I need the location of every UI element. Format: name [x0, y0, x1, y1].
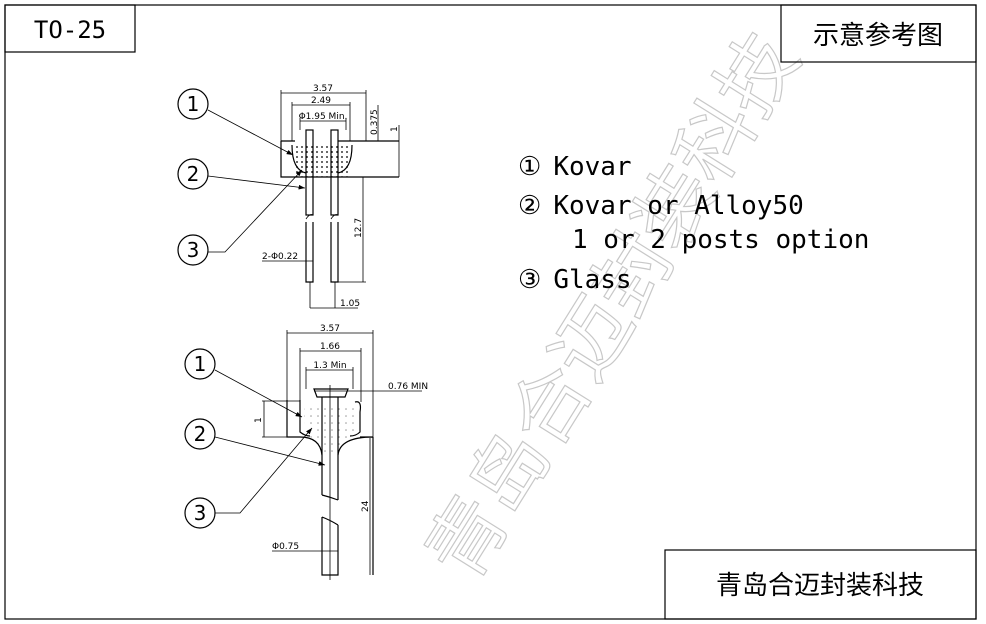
dim-glass: Φ1.95 Min. — [299, 112, 348, 122]
legend-marker: ① — [518, 152, 541, 182]
callout-1: 1 — [187, 92, 200, 116]
dim-height: 1 — [390, 126, 400, 132]
top-view-drawing: 3.57 2.49 Φ1.95 Min. 0.375 1 12.7 2-Φ0.2… — [262, 84, 400, 309]
legend-text: Glass — [553, 265, 631, 295]
sheet-border — [4, 4, 977, 620]
dim-top: 0.375 — [370, 109, 380, 135]
dim-pin-dia: Φ0.75 — [272, 542, 299, 552]
dim-outer: 3.57 — [313, 84, 333, 94]
legend-text: Kovar — [553, 152, 631, 182]
legend-text: Kovar or Alloy50 — [553, 191, 803, 221]
legend: ① Kovar ② Kovar or Alloy50 1 or 2 posts op… — [518, 152, 869, 295]
dim-pitch: 1.05 — [340, 299, 360, 309]
callout-3: 3 — [194, 501, 207, 525]
title-label: TO-25 — [34, 16, 106, 44]
legend-text: 1 or 2 posts option — [572, 225, 869, 255]
dim-pin-length: 12.7 — [354, 218, 364, 238]
callout-2: 2 — [194, 422, 207, 446]
dim-glass: 1.3 Min — [313, 361, 346, 371]
top-callouts: 1 2 3 — [177, 88, 306, 266]
company-name: 青岛合迈封装科技 — [716, 571, 924, 601]
dim-inner: 2.49 — [311, 96, 331, 106]
title-box — [4, 4, 136, 53]
dim-pin-dia: 2-Φ0.22 — [262, 252, 298, 262]
legend-marker: ② — [518, 191, 541, 221]
legend-marker: ③ — [518, 265, 541, 295]
dim-outer: 3.57 — [320, 324, 340, 334]
bottom-callouts: 1 2 3 — [184, 348, 326, 529]
dim-height: 1 — [254, 417, 264, 423]
callout-2: 2 — [187, 162, 200, 186]
dim-head: 0.76 MIN — [388, 382, 428, 392]
bottom-view-drawing: 3.57 1.66 1.3 Min 0.76 MIN 1 24 Φ0.75 — [254, 324, 428, 580]
dim-inner: 1.66 — [320, 342, 340, 352]
watermark: 青岛合迈封装科技 — [410, 18, 817, 595]
callout-1: 1 — [194, 352, 207, 376]
company-box — [664, 549, 977, 620]
header-note-box — [780, 4, 977, 63]
dim-pin-length: 24 — [361, 500, 371, 512]
callout-3: 3 — [187, 238, 200, 262]
header-note: 示意参考图 — [813, 21, 943, 51]
